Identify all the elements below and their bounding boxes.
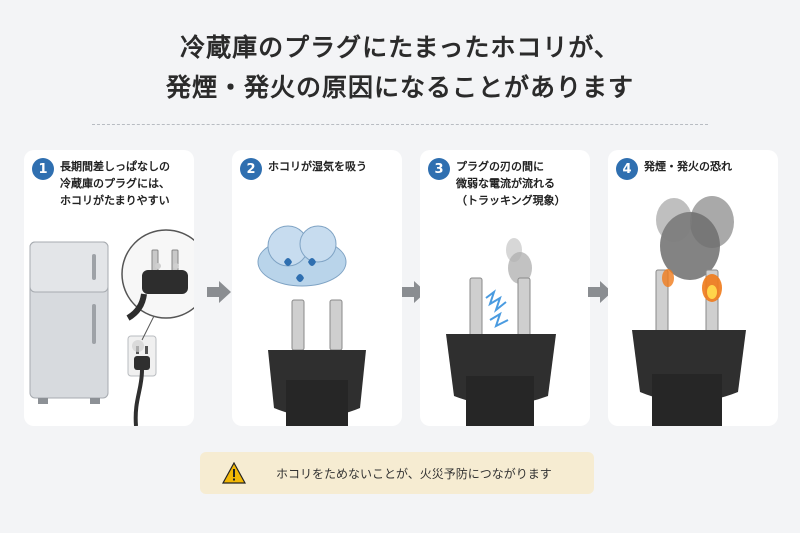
step-number-badge: 1 bbox=[32, 158, 54, 180]
fire-icon bbox=[662, 269, 722, 302]
step-caption: 長期間差しっぱなしの 冷蔵庫のプラグには、 ホコリがたまりやすい bbox=[60, 160, 170, 207]
step-panel-3: 3 プラグの刃の間に 微弱な電流が流れる （トラッキング現象） bbox=[420, 150, 590, 426]
step-panel-2: 2 ホコリが湿気を吸う bbox=[232, 150, 402, 426]
tracking-plug-illustration bbox=[446, 238, 556, 426]
title-divider bbox=[92, 124, 708, 125]
magnified-plug-icon bbox=[121, 229, 194, 341]
step-panel-4: 4 発煙・発火の恐れ bbox=[608, 150, 778, 426]
warning-text: ホコリをためないことが、火災予防につながります bbox=[276, 467, 552, 481]
step-caption: 発煙・発火の恐れ bbox=[644, 160, 732, 173]
step-number-badge: 2 bbox=[240, 158, 262, 180]
step-panel-1: 1 長期間差しっぱなしの 冷蔵庫のプラグには、 ホコリがたまりやすい bbox=[24, 150, 194, 426]
humid-cloud-icon bbox=[257, 225, 347, 287]
warning-banner: ホコリをためないことが、火災予防につながります bbox=[200, 452, 594, 494]
step-number-badge: 4 bbox=[616, 158, 638, 180]
electric-spark-icon bbox=[485, 289, 509, 328]
wall-outlet-icon bbox=[127, 335, 157, 426]
warning-triangle-icon bbox=[222, 462, 246, 484]
power-plug-icon bbox=[268, 299, 366, 426]
arrow-right-icon bbox=[588, 281, 612, 303]
title-line-2: 発煙・発火の原因になることがあります bbox=[165, 73, 634, 102]
step-caption: ホコリが湿気を吸う bbox=[268, 160, 367, 173]
page-title: 冷蔵庫のプラグにたまったホコリが、 発煙・発火の原因になることがあります bbox=[0, 28, 800, 108]
title-line-1: 冷蔵庫のプラグにたまったホコリが、 bbox=[180, 33, 620, 62]
step-caption: プラグの刃の間に 微弱な電流が流れる （トラッキング現象） bbox=[456, 160, 566, 207]
step-number-badge: 3 bbox=[428, 158, 450, 180]
burning-plug-illustration bbox=[632, 196, 746, 426]
refrigerator-icon bbox=[29, 241, 109, 404]
arrow-right-icon bbox=[207, 281, 231, 303]
power-plug-icon bbox=[632, 269, 746, 426]
power-plug-icon bbox=[446, 277, 556, 426]
smoke-icon bbox=[506, 238, 532, 284]
refrigerator-with-plug-illustration bbox=[29, 229, 194, 426]
moisture-plug-illustration bbox=[257, 225, 366, 426]
smoke-icon bbox=[656, 196, 734, 280]
